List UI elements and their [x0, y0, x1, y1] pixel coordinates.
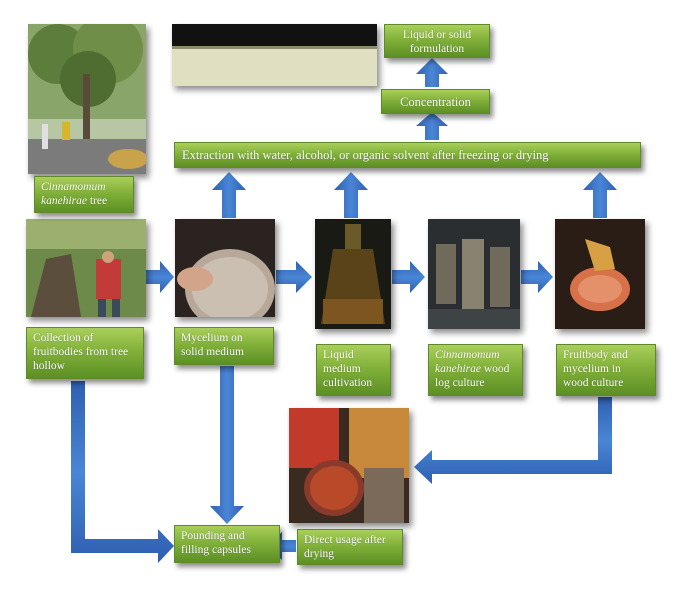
right-arrow-3: [392, 261, 425, 293]
woodlog-box: Cinnamomum kanehirae wood log culture: [428, 344, 523, 396]
tree-box: Cinnamomum kanehirae tree: [34, 176, 134, 213]
fruitbody-photo: [555, 219, 645, 329]
concentration-label: Concentration: [400, 95, 471, 109]
liquid-box: Liquid medium cultivation: [316, 344, 391, 396]
collection-box: Collection of fruitbodies from tree holl…: [26, 327, 144, 379]
l-arrow-fruitbody: [414, 397, 612, 484]
extraction-photo: [172, 24, 377, 86]
mycelium-photo: [175, 219, 275, 317]
tree-label-italic: Cinnamomum kanehirae: [41, 181, 106, 207]
l-arrow-collection: [71, 381, 174, 563]
extraction-box: Extraction with water, alcohol, or organ…: [174, 142, 641, 168]
up-arrow-concentration: [416, 112, 448, 140]
mycelium-label: Mycelium on solid medium: [181, 332, 244, 358]
up-arrow-liquid: [334, 172, 368, 218]
direct-usage-photo: [289, 408, 409, 523]
formulation-box: Liquid or solid formulation: [384, 24, 490, 58]
right-arrow-4: [521, 261, 553, 293]
woodlog-label-rest: wood log culture: [435, 363, 510, 389]
woodlog-photo: [428, 219, 520, 329]
mycelium-box: Mycelium on solid medium: [174, 327, 274, 365]
down-arrow-mycelium: [210, 366, 244, 524]
fruitbody-box: Fruitbody and mycelium in wood culture: [556, 344, 656, 396]
pounding-box: Pounding and filling capsules: [174, 525, 280, 563]
concentration-box: Concentration: [381, 89, 490, 114]
right-arrow-1: [146, 261, 174, 293]
fruitbody-label: Fruitbody and mycelium in wood culture: [563, 349, 628, 389]
up-arrow-formulation: [416, 58, 448, 87]
direct-label: Direct usage after drying: [304, 534, 386, 560]
extraction-label: Extraction with water, alcohol, or organ…: [182, 148, 549, 162]
formulation-label: Liquid or solid formulation: [402, 29, 472, 55]
up-arrow-mycelium: [212, 172, 246, 218]
liquid-photo: [315, 219, 391, 329]
collection-photo: [26, 219, 146, 317]
up-arrow-fruitbody: [583, 172, 617, 218]
liquid-label: Liquid medium cultivation: [323, 349, 373, 389]
right-arrow-2: [276, 261, 312, 293]
woodlog-label-italic: Cinnamomum kanehirae: [435, 349, 500, 375]
collection-label: Collection of fruitbodies from tree holl…: [33, 332, 129, 372]
pounding-label: Pounding and filling capsules: [181, 530, 251, 556]
tree-photo: [28, 24, 146, 174]
tree-label-rest: tree: [86, 195, 108, 207]
direct-box: Direct usage after drying: [297, 529, 403, 565]
